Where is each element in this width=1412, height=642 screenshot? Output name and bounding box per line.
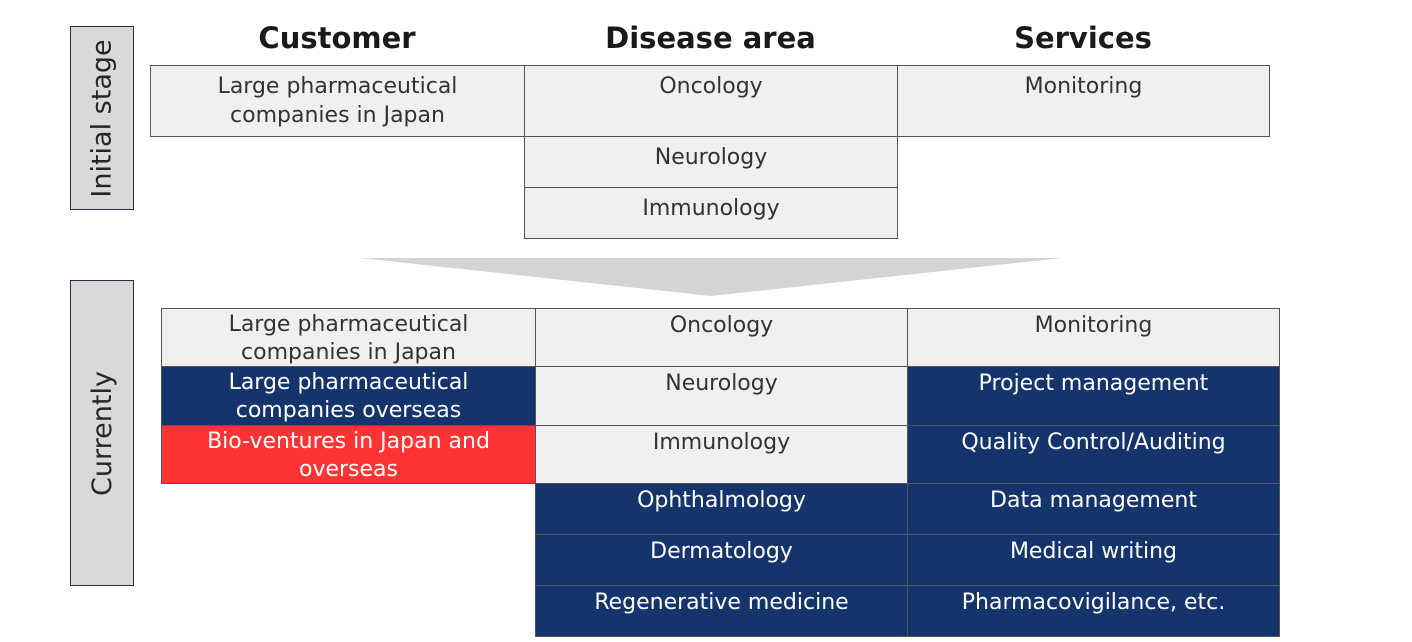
current-customer-cell: Large pharmaceutical companies overseas bbox=[161, 366, 536, 426]
current-disease-cell: Dermatology bbox=[535, 534, 908, 586]
current-services-cell: Quality Control/Auditing bbox=[907, 425, 1280, 484]
current-disease-cell: Ophthalmology bbox=[535, 483, 908, 535]
currently-text: Currently bbox=[86, 370, 118, 496]
current-disease-cell: Oncology bbox=[535, 308, 908, 367]
current-disease-cell: Immunology bbox=[535, 425, 908, 484]
current-services-cell: Pharmacovigilance, etc. bbox=[907, 585, 1280, 637]
initial-disease-cell: Immunology bbox=[524, 187, 898, 239]
current-services-cell: Project management bbox=[907, 366, 1280, 426]
arrow-shape bbox=[360, 258, 1062, 296]
current-services-cell: Medical writing bbox=[907, 534, 1280, 586]
current-customer-cell: Bio-ventures in Japan and overseas bbox=[161, 425, 536, 484]
current-disease-cell: Regenerative medicine bbox=[535, 585, 908, 637]
header-disease-area: Disease area bbox=[605, 21, 816, 55]
transition-arrow bbox=[360, 258, 1062, 296]
current-services-cell: Monitoring bbox=[907, 308, 1280, 367]
initial-disease-cell: Oncology bbox=[524, 65, 898, 137]
initial-disease-cell: Neurology bbox=[524, 136, 898, 188]
current-disease-cell: Neurology bbox=[535, 366, 908, 426]
currently-label: Currently bbox=[70, 280, 134, 586]
initial-customer-cell: Large pharmaceutical companies in Japan bbox=[150, 65, 525, 137]
header-services: Services bbox=[1014, 21, 1152, 55]
initial-stage-text: Initial stage bbox=[86, 38, 118, 198]
current-services-cell: Data management bbox=[907, 483, 1280, 535]
header-customer: Customer bbox=[258, 21, 416, 55]
initial-stage-label: Initial stage bbox=[70, 26, 134, 210]
initial-services-cell: Monitoring bbox=[897, 65, 1270, 137]
current-customer-cell: Large pharmaceutical companies in Japan bbox=[161, 308, 536, 367]
